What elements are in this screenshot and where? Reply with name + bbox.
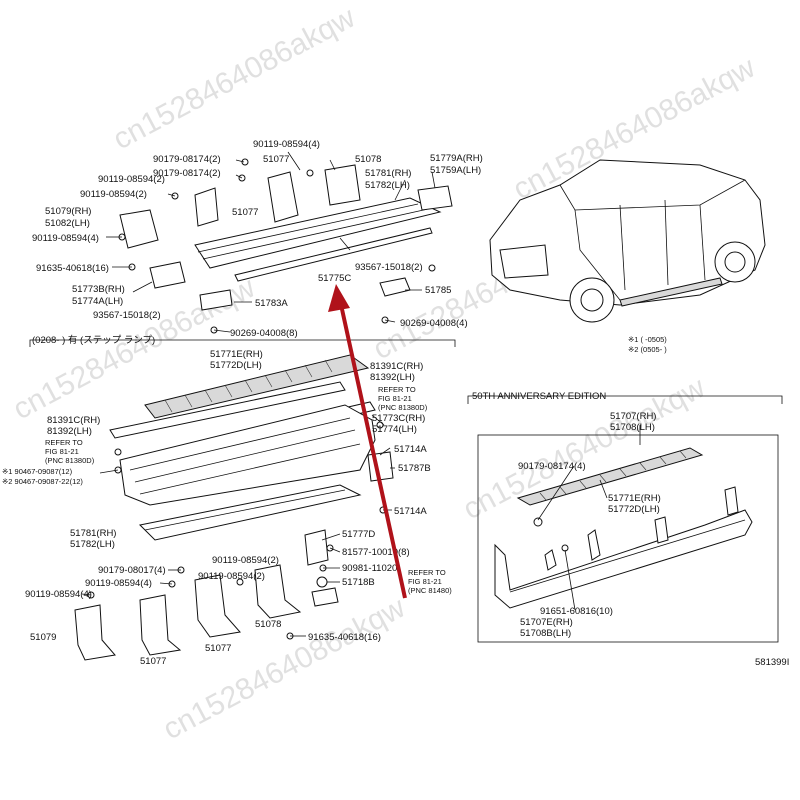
section-header: (0208- ) 有 (ステップ ランプ)	[32, 334, 155, 346]
part-label: 51772D(LH)	[210, 360, 262, 371]
part-label: 51077	[205, 643, 231, 654]
part-label: ※2 90467-09087-22(12)	[2, 477, 83, 486]
part-label: 51707E(RH)	[520, 617, 573, 628]
note-2: ※2 (0505- )	[628, 345, 667, 354]
arrow-shaft	[338, 299, 407, 599]
part-label: 90179-08174(2)	[153, 154, 221, 165]
part-labels: 90119-08594(4) 90179-08174(2) 51077 5107…	[2, 139, 789, 668]
part-label: 90119-08594(4)	[85, 578, 152, 589]
part-label: 90119-08594(2)	[212, 555, 279, 566]
part-label: 51082(LH)	[45, 218, 90, 229]
part-label: 51708B(LH)	[520, 628, 571, 639]
part-label: 51079	[30, 632, 56, 643]
part-label: 93567-15018(2)	[355, 262, 423, 273]
part-label: 51781(RH)	[70, 528, 116, 539]
part-label: 81577-10010(8)	[342, 547, 410, 558]
part-label: 51077	[232, 207, 258, 218]
leader-lines	[81, 151, 641, 637]
part-label: 51771E(RH)	[210, 349, 263, 360]
part-label: (PNC 81380D)	[378, 403, 428, 412]
part-label: 90119-08594(4)	[253, 139, 320, 150]
part-label: 51714A	[394, 444, 427, 455]
part-label: 90119-08594(2)	[98, 174, 165, 185]
part-label: 90119-08594(2)	[198, 571, 265, 582]
part-label: 51775C	[318, 273, 351, 284]
part-label: 51781(RH)	[365, 168, 411, 179]
part-label: (PNC 81480)	[408, 586, 452, 595]
part-label: 90269-04008(4)	[400, 318, 468, 329]
anniversary-parts	[494, 447, 753, 609]
top-parts	[118, 158, 453, 334]
part-label: 51707(RH)	[610, 411, 656, 422]
part-label: 51714A	[394, 506, 427, 517]
part-label: 51773C(RH)	[372, 413, 425, 424]
part-label: ※1 90467-09087(12)	[2, 467, 73, 476]
part-label: 51718B	[342, 577, 375, 588]
part-label: FIG 81-21	[408, 577, 442, 586]
arrow-head	[328, 284, 350, 312]
part-label: 51078	[355, 154, 381, 165]
vehicle-illustration	[489, 159, 766, 323]
middle-parts	[109, 354, 394, 541]
part-label: 81391C(RH)	[47, 415, 100, 426]
part-label: FIG 81-21	[45, 447, 79, 456]
part-label: 81392(LH)	[370, 372, 415, 383]
part-label: 51772D(LH)	[608, 504, 660, 515]
part-label: REFER TO	[408, 568, 446, 577]
part-label: 51774(LH)	[372, 424, 417, 435]
part-label: 51078	[255, 619, 281, 630]
catalog-number: 581399I	[755, 657, 789, 668]
part-label: 90119-08594(2)	[80, 189, 147, 200]
part-label: 90179-08174(4)	[518, 461, 586, 472]
part-label: 51779A(RH)	[430, 153, 483, 164]
part-label: 90119-08594(4)	[25, 589, 92, 600]
watermark-text: cn1528464086akqw	[108, 1, 361, 156]
anniversary-bracket	[467, 395, 783, 404]
part-label: 81391C(RH)	[370, 361, 423, 372]
anniversary-title: 50TH ANNIVERSARY EDITION	[472, 391, 606, 402]
part-label: 51079(RH)	[45, 206, 91, 217]
section-bracket	[29, 339, 456, 347]
part-label: FIG 81-21	[378, 394, 412, 403]
part-label: 91651-60816(10)	[540, 606, 613, 617]
part-label: REFER TO	[45, 438, 83, 447]
part-label: 90981-11020	[342, 563, 397, 574]
part-label: 51759A(LH)	[430, 165, 481, 176]
part-label: 51777D	[342, 529, 375, 540]
part-label: 51077	[140, 656, 166, 667]
bottom-parts	[74, 529, 339, 661]
part-label: 51708(LH)	[610, 422, 655, 433]
part-label: 51773B(RH)	[72, 284, 125, 295]
red-arrow	[328, 284, 407, 599]
part-label: 51782(LH)	[70, 539, 115, 550]
part-label: 90179-08017(4)	[98, 565, 166, 576]
part-label: (PNC 81380D)	[45, 456, 95, 465]
part-label: 90179-08174(2)	[153, 168, 221, 179]
note-1: ※1 ( -0505)	[628, 335, 667, 344]
part-label: 90269-04008(8)	[230, 328, 298, 339]
part-label: REFER TO	[378, 385, 416, 394]
part-label: 91635-40618(16)	[308, 632, 381, 643]
part-label: 93567-15018(2)	[93, 310, 161, 321]
part-label: 51783A	[255, 298, 288, 309]
part-label: 51787B	[398, 463, 431, 474]
part-label: 90119-08594(4)	[32, 233, 99, 244]
part-label: 91635-40618(16)	[36, 263, 109, 274]
part-label: 81392(LH)	[47, 426, 92, 437]
anniversary-frame	[477, 434, 779, 643]
part-label: 51771E(RH)	[608, 493, 661, 504]
part-label: 51785	[425, 285, 451, 296]
part-label: 51774A(LH)	[72, 296, 123, 307]
part-label: 51782(LH)	[365, 180, 410, 191]
part-label: 51077	[263, 154, 289, 165]
